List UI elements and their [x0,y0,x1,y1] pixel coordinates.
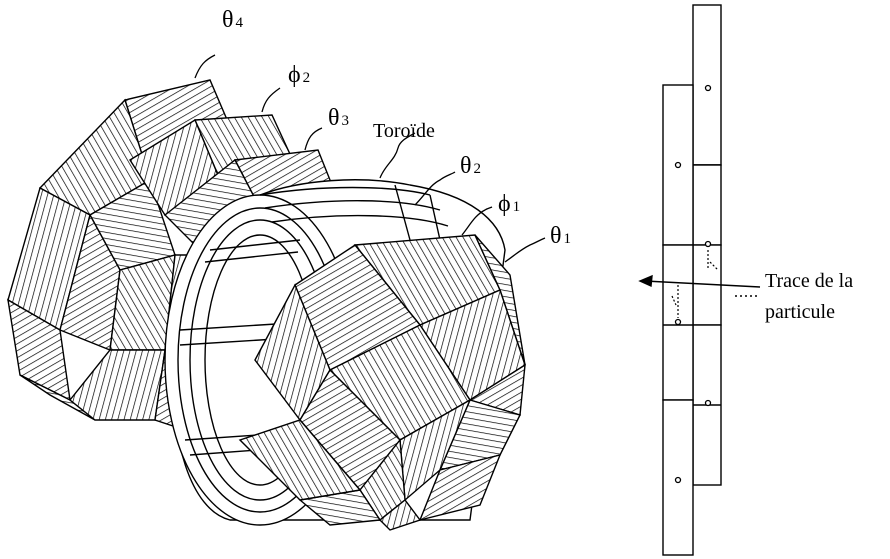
label-particle-trace: Trace de la particule [765,270,853,323]
svg-text:θ3: θ3 [328,105,349,131]
side-view-cell-dots [674,84,712,484]
calorimeter-block-front [238,234,526,531]
svg-text:θ1: θ1 [550,223,571,249]
svg-text:θ2: θ2 [460,153,481,179]
trace-line-2: particule [765,301,835,323]
side-view-cells [662,4,722,556]
particle-track-marks [671,250,719,318]
label-toroide: Toroïde [373,120,435,142]
particle-track-arrow [638,274,761,297]
leader-lines [194,54,546,263]
svg-text:ϕ2: ϕ2 [288,62,310,88]
trace-line-1: Trace de la [765,270,853,292]
svg-text:θ4: θ4 [222,7,244,33]
svg-text:ϕ1: ϕ1 [498,191,520,217]
